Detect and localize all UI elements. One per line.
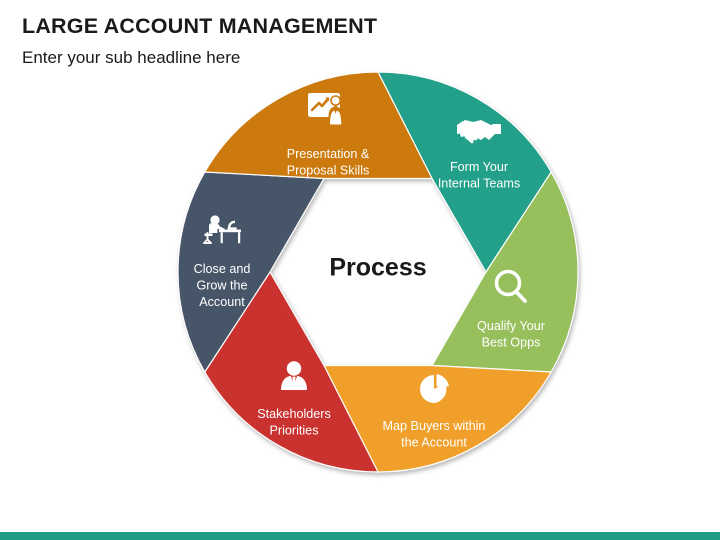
segment-presentation-proposal-skills[interactable] [203,71,433,180]
segments-group [177,71,579,473]
accent-bar [0,532,720,540]
handshake-icon [457,120,501,144]
person-at-desk-icon [203,215,241,244]
page-title: LARGE ACCOUNT MANAGEMENT [22,14,378,38]
page-subtitle: Enter your sub headline here [22,48,241,67]
person-tie-icon [281,361,307,390]
segment-form-internal-teams[interactable] [377,71,552,274]
pie-chart-icon [420,374,449,403]
segment-map-buyers[interactable] [323,364,553,473]
magnifier-icon [494,269,527,303]
presenter-chart-icon [308,93,343,125]
segment-label-presentation-proposal-skills: Presentation &Proposal Skills [287,147,370,178]
center-label: Process [329,254,426,282]
